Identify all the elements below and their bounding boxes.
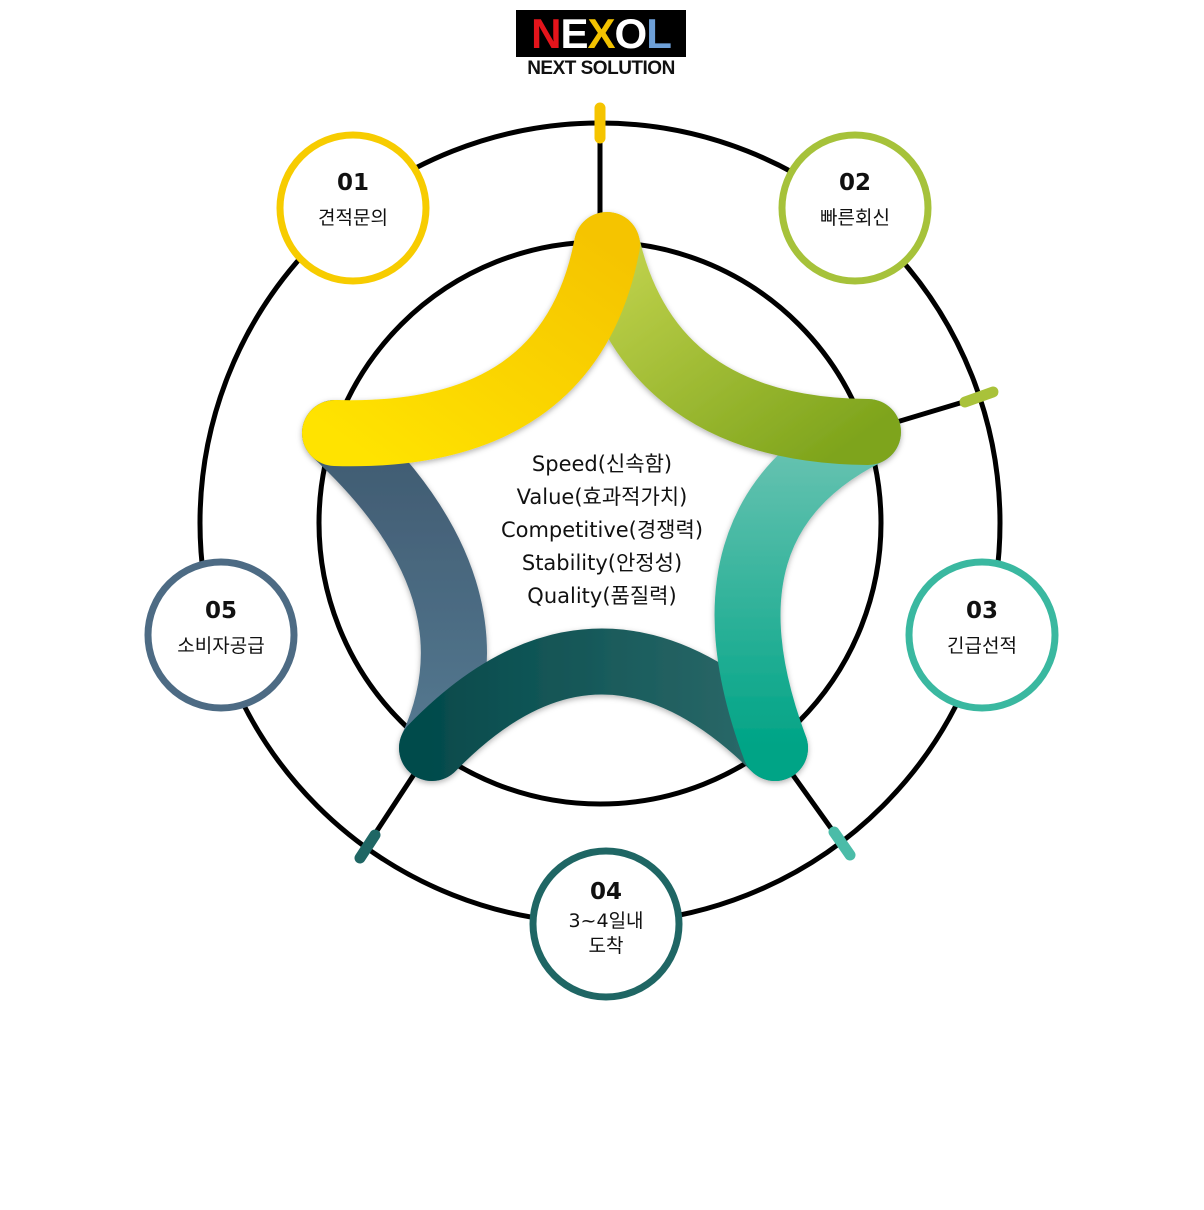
petal-yellow xyxy=(302,212,640,467)
logo-tagline: NEXT SOLUTION xyxy=(527,58,675,79)
step-number: 01 xyxy=(336,170,369,196)
step-rings xyxy=(144,131,1059,1001)
step-label: 소비자공급 xyxy=(177,635,265,657)
step-number: 05 xyxy=(204,598,237,624)
spoke-ticks xyxy=(354,102,999,864)
step-label: 긴급선적 xyxy=(947,635,1017,657)
step-number: 04 xyxy=(589,879,622,905)
value-line: Value(효과적가치) xyxy=(516,485,688,509)
step-number: 03 xyxy=(965,598,998,624)
value-line: Speed(신속함) xyxy=(531,452,673,476)
step-01: 01 견적문의 xyxy=(278,170,428,231)
step-04: 04 3~4일내 도착 xyxy=(531,879,681,959)
star-petals xyxy=(302,212,901,781)
step-05: 05 소비자공급 xyxy=(146,598,296,659)
step-02: 02 빠른회신 xyxy=(780,170,930,231)
value-line: Competitive(경쟁력) xyxy=(500,518,704,542)
petal-teal xyxy=(714,399,901,781)
logo-letter: O xyxy=(614,9,648,57)
step-label: 빠른회신 xyxy=(820,207,890,229)
step-label: 견적문의 xyxy=(318,207,388,229)
logo-letter: E xyxy=(560,9,588,57)
logo-letter: N xyxy=(531,9,561,57)
core-values: Speed(신속함) Value(효과적가치) Competitive(경쟁력)… xyxy=(450,448,754,613)
value-line: Quality(품질력) xyxy=(527,584,677,608)
logo-letter: X xyxy=(587,9,616,57)
value-line: Stability(안정성) xyxy=(521,551,683,575)
step-label: 3~4일내 도착 xyxy=(568,910,644,957)
step-03: 03 긴급선적 xyxy=(907,598,1057,659)
logo-letter: L xyxy=(646,9,672,57)
step-number: 02 xyxy=(838,170,871,196)
